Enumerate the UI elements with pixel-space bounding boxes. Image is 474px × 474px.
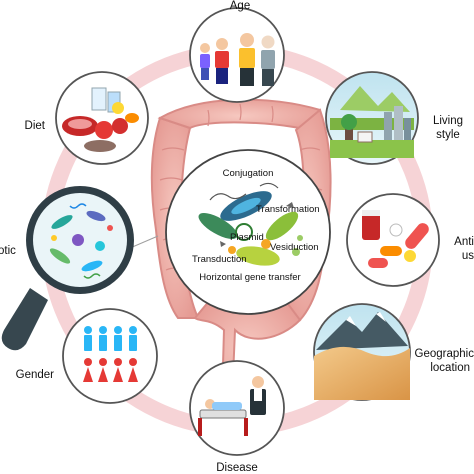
label-diet: Diet <box>25 120 46 132</box>
label-disease: Disease <box>216 462 258 474</box>
factor-geographic-location: Geographic location <box>313 303 474 401</box>
factor-disease: Disease <box>189 360 285 474</box>
microbes-icon <box>49 203 113 279</box>
magnifier-handle <box>1 288 48 351</box>
label-antibiotic-1: Anti <box>454 236 474 248</box>
label-hgt-title: Horizontal gene transfer <box>199 272 300 283</box>
factor-probiotic: otic <box>0 186 159 351</box>
label-gender: Gender <box>16 369 55 381</box>
age-people-icon <box>200 33 275 86</box>
factor-age: Age <box>189 0 285 103</box>
factor-living-style: Living style <box>325 71 463 165</box>
hgt-bacteria-art <box>198 182 303 266</box>
label-geographic-2: location <box>430 362 470 374</box>
label-transduction: Transduction <box>192 254 247 265</box>
landscape-icon <box>330 86 414 158</box>
hgt-panel: Conjugation Transformation Plasmid Vesid… <box>165 149 331 315</box>
factor-antibiotic-use: Anti us <box>346 193 474 287</box>
label-antibiotic-2: us <box>462 250 474 262</box>
food-icon <box>62 87 139 152</box>
label-living-style-2: style <box>436 129 460 141</box>
label-age: Age <box>230 0 250 12</box>
pills-icon <box>362 210 429 268</box>
mountain-desert-icon <box>314 312 410 400</box>
factor-diet: Diet <box>25 71 149 165</box>
label-living-style-1: Living <box>433 115 463 127</box>
label-vesiduction: Vesiduction <box>270 242 319 253</box>
label-conjugation: Conjugation <box>223 168 274 179</box>
label-transformation: Transformation <box>256 204 320 215</box>
hospital-bed-icon <box>198 376 266 436</box>
gender-people-icon <box>83 326 138 382</box>
factor-gender: Gender <box>16 308 158 404</box>
label-plasmid: Plasmid <box>230 232 264 243</box>
label-probiotic: otic <box>0 245 16 257</box>
label-geographic-1: Geographic <box>415 348 474 360</box>
